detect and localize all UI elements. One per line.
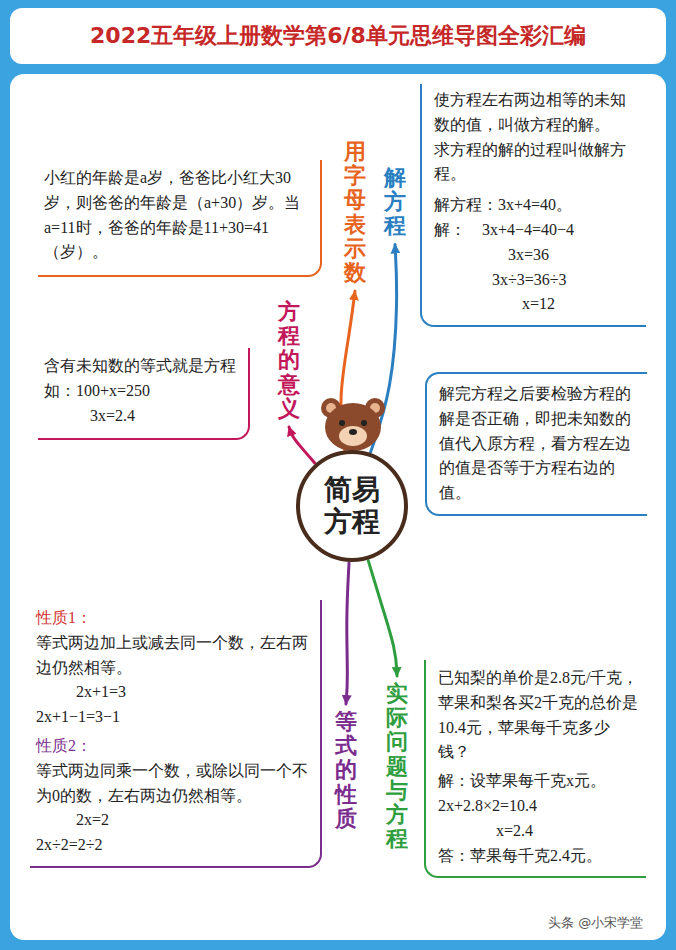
branch-text: x=2.4	[496, 819, 640, 844]
branch-text: 3x÷3=36÷3	[492, 268, 640, 293]
watermark: 头条 @小宋学堂	[548, 914, 643, 932]
branch-heading: 实际问题与方程	[386, 682, 408, 851]
branch-frame: 性质1：等式两边加上或减去同一个数，左右两边仍然相等。2x+1=32x+1−1=…	[30, 600, 322, 868]
branch-frame: 小红的年龄是a岁，爸爸比小红大30岁，则爸爸的年龄是（a+30）岁。当a=11时…	[38, 160, 322, 277]
branch-connector	[346, 563, 349, 704]
branch-text: 使方程左右两边相等的未知数的值，叫做方程的解。	[434, 88, 640, 138]
branch-text: x=12	[522, 292, 640, 317]
branch-text: 2x=2	[76, 808, 310, 833]
branch-text: 答：苹果每千克2.4元。	[438, 844, 640, 869]
branch-frame: 含有未知数的等式就是方程如：100+x=2503x=2.4	[38, 348, 250, 440]
branch-text: 2x+1=3	[76, 680, 310, 705]
branch-text: 求方程的解的过程叫做解方程。	[434, 138, 640, 188]
branch-connector	[289, 427, 315, 463]
branch-frame: 解完方程之后要检验方程的解是否正确，即把未知数的值代入原方程，看方程左边的值是否…	[425, 372, 647, 516]
bear-illustration	[318, 394, 388, 452]
branch-text: 已知梨的单价是2.8元/千克，苹果和梨各买2千克的总价是10.4元，苹果每千克多…	[438, 666, 640, 765]
branch-text: 小红的年龄是a岁，爸爸比小红大30岁，则爸爸的年龄是（a+30）岁。当a=11时…	[44, 166, 308, 265]
center-circle: 简易方程	[296, 450, 408, 562]
branch-text: 3x=36	[508, 243, 640, 268]
branch-text: 2x+2.8×2=10.4	[438, 794, 640, 819]
topic-box: 等式的性质性质1：等式两边加上或减去同一个数，左右两边仍然相等。2x+1=32x…	[22, 600, 367, 868]
branch-connector	[368, 561, 397, 676]
bear-muzzle	[339, 426, 367, 446]
branch-text: 解方程：3x+4=40。	[434, 193, 640, 218]
branch-text: 解：	[434, 218, 466, 243]
branch-heading: 方程的意义	[278, 300, 300, 421]
branch-frame: 已知梨的单价是2.8元/千克，苹果和梨各买2千克的总价是10.4元，苹果每千克多…	[424, 660, 646, 878]
topic-box: 实际问题与方程 已知梨的单价是2.8元/千克，苹果和梨各买2千克的总价是10.4元…	[382, 660, 650, 878]
branch-text: 等式两边加上或减去同一个数，左右两边仍然相等。	[36, 631, 310, 681]
branch-heading: 等式的性质	[335, 710, 357, 831]
branch-text: 3x+4−4=40−4	[482, 218, 574, 243]
title-text: 2022五年级上册数学第6/8单元思维导图全彩汇编	[90, 21, 586, 51]
note-box: 解完方程之后要检验方程的解是否正确，即把未知数的值代入原方程，看方程左边的值是否…	[425, 372, 647, 516]
branch-text: 2x÷2=2÷2	[36, 833, 310, 858]
branch-heading: 解方程	[384, 166, 406, 239]
bear-nose	[349, 429, 357, 435]
topic-box: 用字母表示数 小红的年龄是a岁，爸爸比小红大30岁，则爸爸的年龄是（a+30）岁。…	[30, 132, 370, 285]
center-title: 简易方程	[323, 474, 382, 538]
branch-text: 含有未知数的等式就是方程	[44, 354, 238, 379]
bear-head	[325, 403, 381, 451]
branch-text: 如：100+x=250	[44, 379, 238, 404]
title-bar: 2022五年级上册数学第6/8单元思维导图全彩汇编	[10, 8, 666, 64]
topic-box: 方程的意义 含有未知数的等式就是方程如：100+x=2503x=2.4	[30, 300, 310, 440]
branch-text: 等式两边同乘一个数，或除以同一个不为0的数，左右两边仍然相等。	[36, 759, 310, 809]
branch-heading: 用字母表示数	[344, 140, 366, 285]
branch-text: 3x=2.4	[90, 404, 238, 429]
bear-eye	[361, 420, 367, 426]
branch-frame: 使方程左右两边相等的未知数的值，叫做方程的解。求方程的解的过程叫做解方程。解方程…	[420, 84, 646, 327]
branch-text: 解完方程之后要检验方程的解是否正确，即把未知数的值代入原方程，看方程左边的值是否…	[439, 382, 641, 506]
branch-text: 解：设苹果每千克x元。	[438, 769, 640, 794]
branch-text: 2x+1−1=3−1	[36, 705, 310, 730]
bear-eye	[339, 420, 345, 426]
branch-text: 性质2：	[36, 734, 310, 759]
topic-box: 解方程使方程左右两边相等的未知数的值，叫做方程的解。求方程的解的过程叫做解方程。…	[380, 84, 652, 327]
branch-text: 性质1：	[36, 606, 310, 631]
